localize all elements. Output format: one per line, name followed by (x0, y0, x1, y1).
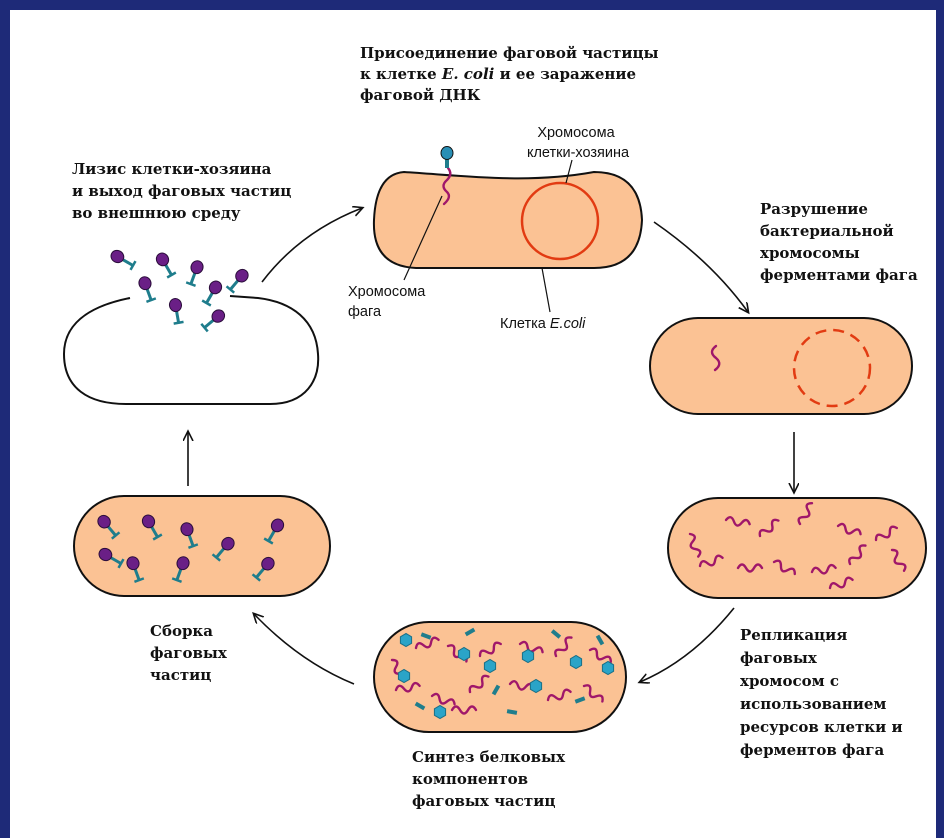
released-phage (225, 267, 251, 294)
released-phage (185, 259, 205, 287)
lysed-cell (64, 296, 318, 404)
title-replication: Репликация фаговых хромосом с использова… (740, 626, 908, 759)
arrow-lysis-to-attachment (262, 208, 362, 282)
cell-assembly (74, 496, 330, 596)
cycle-arrows (188, 208, 794, 684)
cell-destruction (650, 318, 912, 414)
pointer-cell (542, 268, 550, 312)
ecoli-cell (668, 498, 926, 598)
ecoli-cell (650, 318, 912, 414)
title-lysis: Лизис клетки-хозяина и выход фаговых час… (72, 160, 297, 222)
ecoli-cell (74, 496, 330, 596)
title-attachment: Присоединение фаговой частицы к клетке E… (360, 44, 664, 104)
label-ecoli-cell: Клетка E.coli (500, 316, 586, 332)
phage-head-protein (400, 634, 411, 647)
label-phage-chromosome: Хромосома фага (348, 284, 429, 320)
attached-phage (441, 147, 453, 169)
label-host-chromosome: Хромосома клетки-хозяина (527, 125, 630, 161)
phage-head-protein (398, 670, 409, 683)
cell-replication (668, 498, 926, 598)
phage-head-protein (530, 680, 541, 693)
phage-head-protein (522, 650, 533, 663)
released-phage (109, 248, 137, 271)
arrow-synthesis-to-assembly (254, 614, 354, 684)
phage-head-protein (434, 706, 445, 719)
arrow-attachment-to-destruction (654, 222, 748, 312)
released-phage (154, 251, 177, 279)
phage-head-protein (458, 648, 469, 661)
arrow-replication-to-synthesis (640, 608, 734, 682)
cell-synthesis (374, 622, 626, 732)
phage-head-protein (570, 656, 581, 669)
phage-head-protein (602, 662, 613, 675)
title-synthesis: Синтез белковых компонентов фаговых част… (412, 748, 570, 810)
title-destruction: Разрушение бактериальной хромосомы ферме… (760, 200, 918, 284)
phage-head-protein (484, 660, 495, 673)
ecoli-cell (374, 172, 642, 268)
title-assembly: Сборка фаговых частиц (150, 622, 232, 684)
cell-lysis (64, 248, 318, 404)
